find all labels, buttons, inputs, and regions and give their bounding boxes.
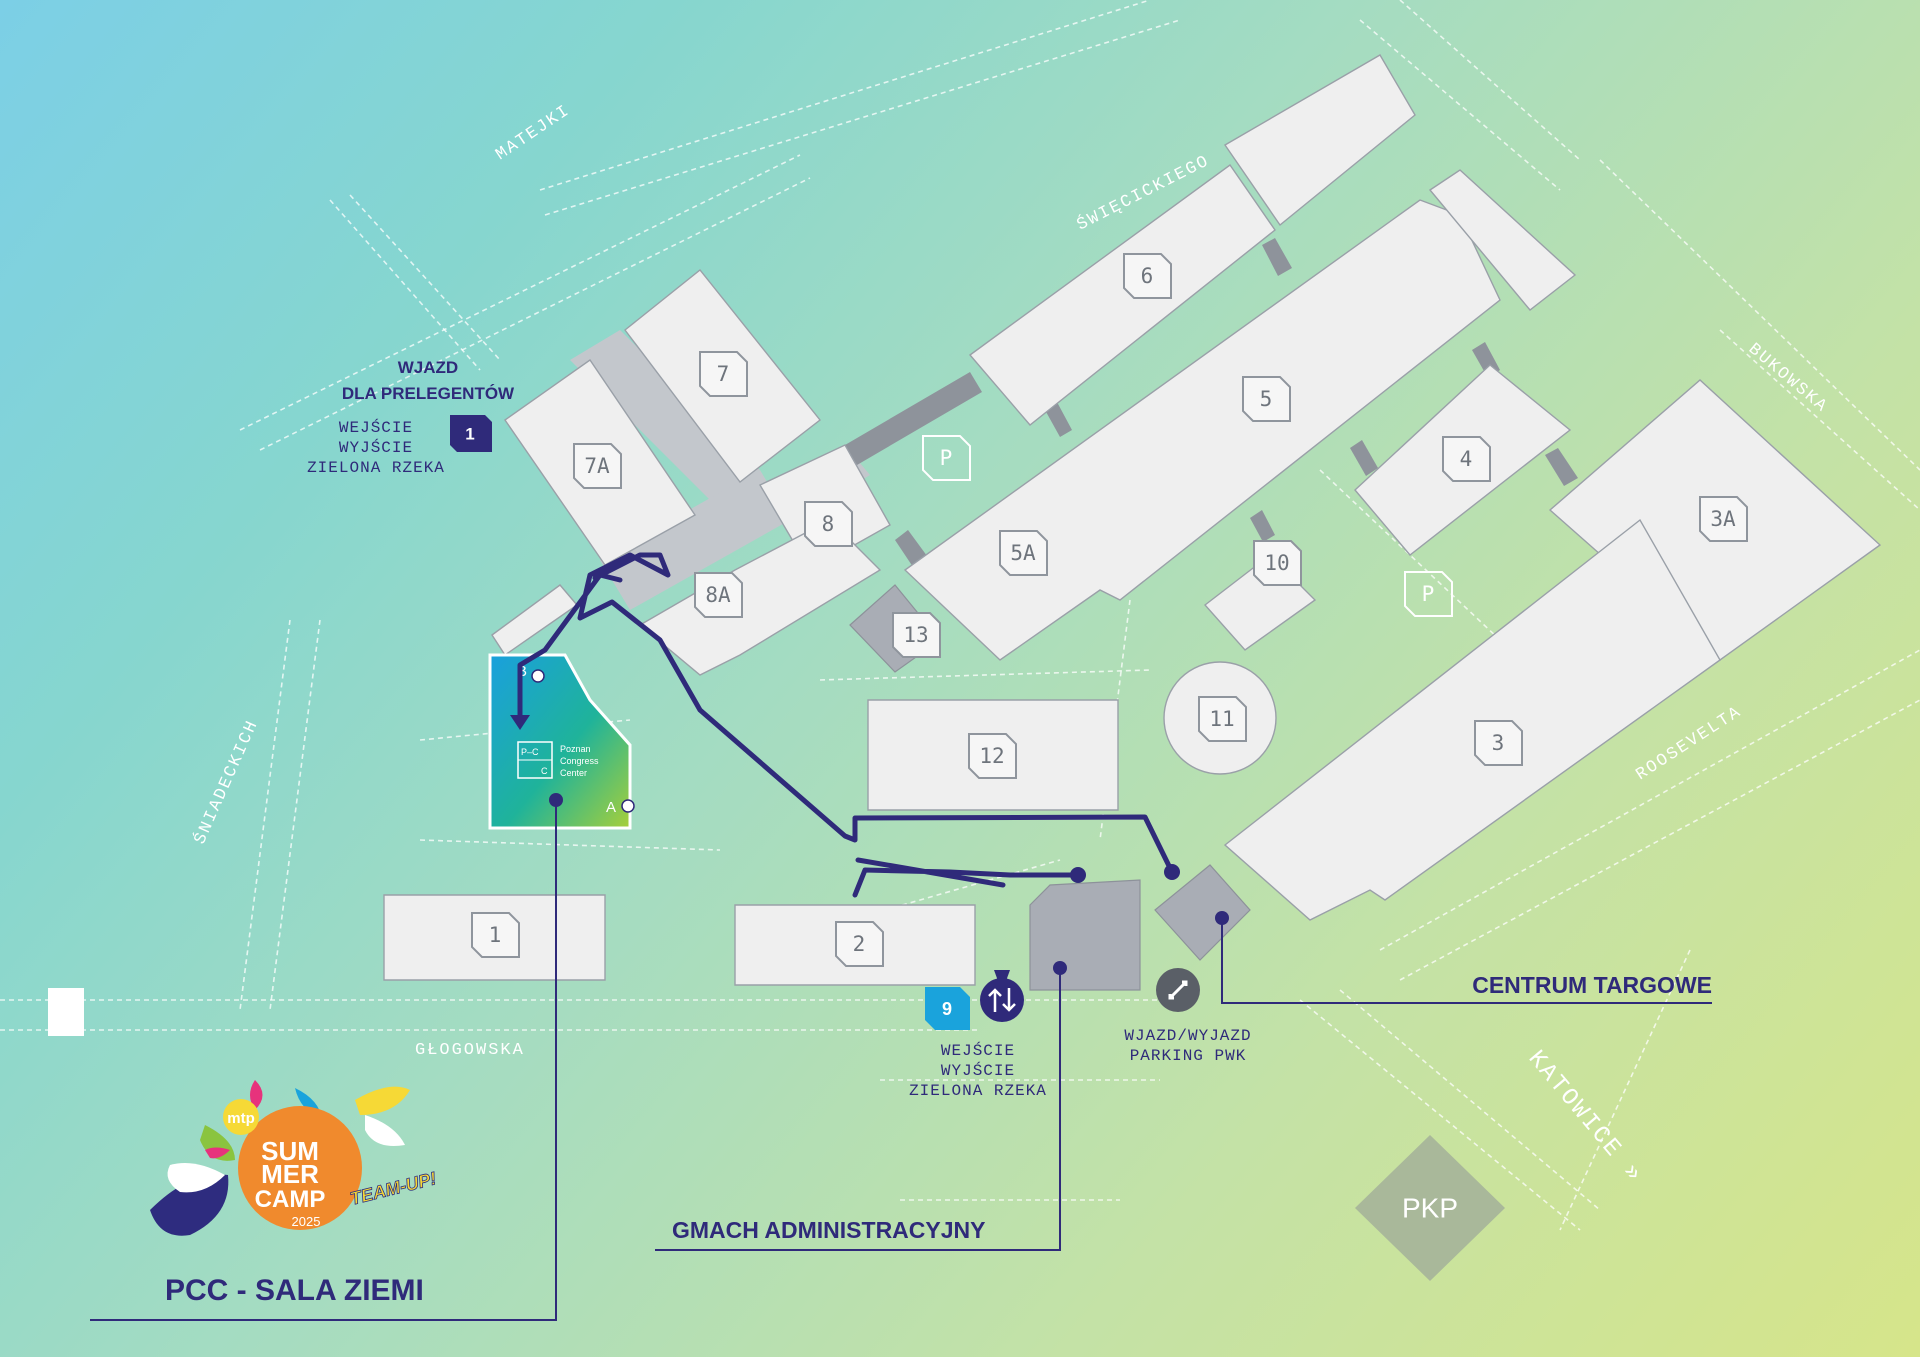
leader-lines — [90, 800, 1712, 1321]
badge-hall-8a: 8A — [694, 572, 743, 618]
entrance-9-line2: WYJŚCIE — [941, 1061, 1015, 1080]
svg-text:9: 9 — [942, 999, 952, 1019]
parking-pwk-icon[interactable] — [1156, 968, 1200, 1012]
entrance-1-title-1: WJAZD — [398, 358, 458, 377]
badge-hall-5: 5 — [1242, 376, 1291, 422]
pcc-name-2: Congress — [560, 756, 599, 766]
badge-hall-5a: 5A — [999, 530, 1048, 576]
badge-hall-10: 10 — [1253, 540, 1302, 586]
parking-pwk-line2: PARKING PWK — [1130, 1047, 1247, 1065]
parking-icon: P — [1404, 571, 1453, 617]
gmach-label: GMACH ADMINISTRACYJNY — [672, 1217, 986, 1243]
parking-pwk-line1: WJAZD/WYJAZD — [1124, 1027, 1251, 1045]
logo-year: 2025 — [292, 1214, 321, 1229]
entrance-1-line1: WEJŚCIE — [339, 418, 413, 437]
logo-sum: SUM — [261, 1136, 319, 1166]
svg-text:11: 11 — [1209, 707, 1234, 731]
pcc-name-3: Center — [560, 768, 587, 778]
parking-icon: P — [922, 435, 971, 481]
street-katowice: KATOWICE » — [1522, 1046, 1648, 1189]
hall-5-annex — [1428, 169, 1577, 311]
street-bukowska: BUKOWSKA — [1744, 340, 1831, 417]
svg-text:4: 4 — [1460, 447, 1473, 471]
badge-hall-7a: 7A — [573, 443, 622, 489]
hall-6 — [968, 164, 1276, 426]
parking-badges: P P — [922, 435, 1453, 617]
entrance-9[interactable]: 9 — [925, 978, 1024, 1030]
entrance-1-line2: WYJŚCIE — [339, 438, 413, 457]
svg-text:P: P — [1422, 582, 1435, 606]
hall-8a — [638, 519, 882, 676]
hall-badges: 7 7A 8 8A 6 5 5A 4 10 3A 3 11 12 13 2 1 — [471, 253, 1748, 967]
badge-hall-8: 8 — [804, 501, 853, 547]
entrance-9-badge — [925, 987, 970, 1030]
entrance-1-badge — [450, 415, 492, 452]
svg-text:10: 10 — [1264, 551, 1289, 575]
entrance-1[interactable]: 1 — [450, 415, 492, 452]
pcc-name-1: Poznan — [560, 744, 591, 754]
svg-text:3A: 3A — [1710, 507, 1736, 531]
svg-text:13: 13 — [903, 623, 928, 647]
street-sniadeckich: ŚNIADECKICH — [190, 717, 263, 848]
badge-hall-7: 7 — [699, 351, 748, 397]
gmach-building — [1029, 879, 1141, 991]
badge-hall-1: 1 — [471, 912, 520, 958]
summer-camp-logo: mtp SUM MER CAMP 2025 TEAM-UP! — [150, 1080, 439, 1236]
badge-hall-13: 13 — [892, 612, 941, 658]
pkp-station[interactable]: PKP — [1355, 1135, 1505, 1281]
gmach-pin — [1053, 961, 1067, 975]
entrance-9-line1: WEJŚCIE — [941, 1041, 1015, 1060]
entrance-1-title-2: DLA PRELEGENTÓW — [342, 384, 515, 403]
logo-brand: mtp — [227, 1110, 255, 1127]
svg-text:8A: 8A — [705, 583, 731, 607]
pcc-pin — [549, 793, 563, 807]
entrance-9-line3: ZIELONA RZEKA — [909, 1082, 1047, 1100]
svg-text:2: 2 — [853, 932, 866, 956]
halls — [383, 54, 1882, 991]
svg-text:5A: 5A — [1010, 541, 1036, 565]
pcc-logo-top: P–C — [521, 747, 539, 757]
centrum-pin — [1215, 911, 1229, 925]
door-a-icon — [621, 799, 635, 813]
svg-text:P: P — [940, 446, 953, 470]
badge-hall-2: 2 — [835, 921, 884, 967]
svg-text:1: 1 — [489, 923, 502, 947]
svg-text:6: 6 — [1141, 264, 1154, 288]
pcc-sala-label: PCC - SALA ZIEMI — [165, 1274, 424, 1307]
door-b-icon — [531, 669, 545, 683]
badge-hall-12: 12 — [968, 733, 1017, 779]
street-roosevelta: ROOSEVELTA — [1633, 703, 1746, 785]
svg-text:8: 8 — [822, 512, 835, 536]
centrum-targowe-label: CENTRUM TARGOWE — [1472, 972, 1712, 998]
logo-camp: CAMP — [255, 1186, 326, 1213]
svg-text:7A: 7A — [584, 454, 610, 478]
street-glogowska: GŁOGOWSKA — [415, 1041, 525, 1060]
badge-hall-3: 3 — [1474, 720, 1523, 766]
hall-6b — [1223, 54, 1416, 227]
svg-text:12: 12 — [979, 744, 1004, 768]
hall-5 — [903, 199, 1501, 661]
svg-text:5: 5 — [1260, 387, 1273, 411]
badge-hall-3a: 3A — [1699, 496, 1748, 542]
badge-hall-6: 6 — [1123, 253, 1172, 299]
pkp-label: PKP — [1402, 1193, 1458, 1224]
svg-text:3: 3 — [1492, 731, 1505, 755]
svg-text:7: 7 — [717, 362, 730, 386]
logo-mer: MER — [261, 1159, 319, 1189]
entrance-1-line3: ZIELONA RZEKA — [307, 459, 445, 477]
street-matejki: MATEJKI — [493, 101, 574, 165]
badge-hall-11: 11 — [1198, 696, 1247, 742]
pcc-building[interactable]: P–C C Poznan Congress Center B A — [488, 653, 635, 830]
hall-3 — [1223, 518, 1721, 921]
pcc-door-a: A — [606, 799, 616, 816]
entrance-arrows-icon — [980, 978, 1024, 1022]
svg-text:1: 1 — [465, 425, 474, 444]
map-marker — [48, 988, 84, 1036]
centrum-building — [1154, 864, 1251, 961]
badge-hall-4: 4 — [1442, 436, 1491, 482]
pcc-logo-bottom: C — [541, 766, 548, 776]
